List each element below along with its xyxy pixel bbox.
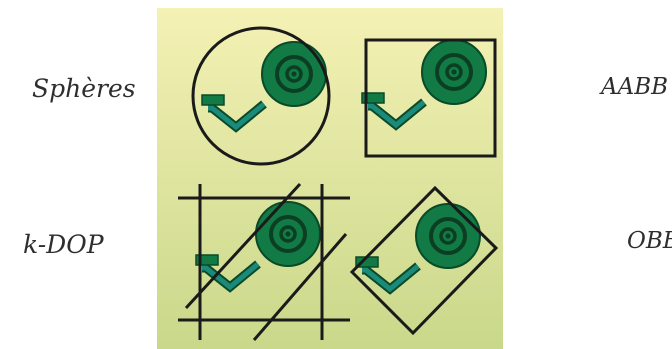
label-kdop: k-DOP: [23, 232, 104, 257]
label-spheres: Sphères: [32, 76, 136, 101]
label-aabb: AABB: [601, 76, 668, 99]
bounding-volume-diagram: [150, 0, 515, 349]
label-obb: OBB: [627, 230, 672, 253]
